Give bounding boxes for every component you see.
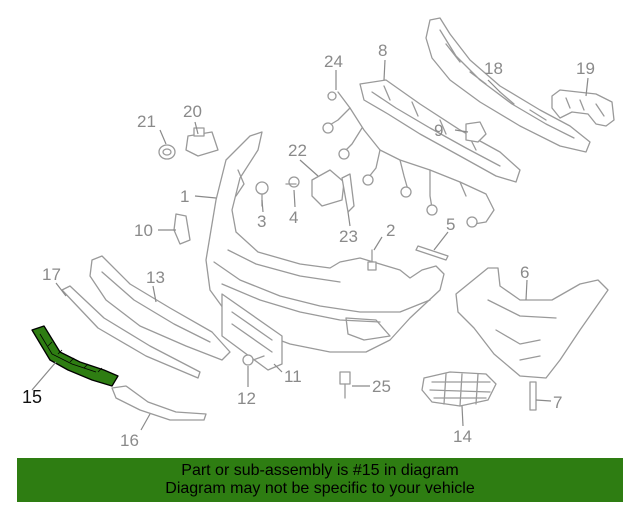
label-21: 21	[137, 112, 156, 131]
label-3: 3	[257, 212, 266, 231]
part-6-side-panel	[455, 267, 609, 379]
part-3-screw	[255, 181, 269, 207]
part-1-bumper-cover	[205, 131, 445, 353]
leader-lines	[31, 59, 589, 431]
part-20-sensor	[185, 127, 219, 157]
label-11: 11	[284, 367, 302, 386]
label-25: 25	[372, 377, 391, 396]
label-5: 5	[446, 215, 455, 234]
part-2-pin	[367, 249, 377, 271]
part-17-trim	[61, 285, 201, 379]
label-13: 13	[146, 268, 165, 287]
part-11-plate-bracket	[221, 293, 283, 371]
part-19-bracket	[551, 89, 615, 127]
label-15: 15	[22, 387, 42, 407]
label-14: 14	[453, 427, 472, 446]
label-18: 18	[484, 59, 503, 78]
callout-labels: 1 2 3 4 5 6 7 8 9 10 11 12 13 14 15 16 1…	[22, 41, 595, 450]
part-24-harness	[322, 91, 495, 228]
label-2: 2	[386, 221, 395, 240]
parts-diagram: 1 2 3 4 5 6 7 8 9 10 11 12 13 14 15 16 1…	[22, 17, 615, 450]
part-8-reinforcement	[359, 79, 521, 183]
label-24: 24	[324, 52, 343, 71]
label-12: 12	[237, 389, 256, 408]
part-5-strip	[415, 245, 449, 261]
part-13-lower-grille	[89, 255, 231, 361]
part-22-module	[311, 169, 345, 207]
label-9: 9	[434, 121, 443, 140]
part-4-bolt	[285, 176, 300, 188]
info-banner: Part or sub-assembly is #15 in diagram D…	[17, 458, 623, 502]
label-23: 23	[339, 227, 358, 246]
part-23-strip	[341, 173, 355, 213]
part-21-grommet	[158, 144, 176, 160]
part-9-clip	[465, 121, 487, 143]
part-16-lower-trim	[111, 385, 207, 421]
label-19: 19	[576, 59, 595, 78]
label-1: 1	[180, 187, 189, 206]
label-17: 17	[42, 265, 61, 284]
label-8: 8	[378, 41, 387, 60]
part-7-pin	[529, 381, 537, 411]
label-16: 16	[120, 431, 139, 450]
label-20: 20	[183, 102, 202, 121]
label-4: 4	[289, 208, 298, 227]
part-12-screw	[242, 354, 265, 366]
label-22: 22	[288, 141, 307, 160]
part-18-absorber	[425, 17, 591, 153]
label-6: 6	[520, 263, 529, 282]
label-7: 7	[553, 393, 562, 412]
label-10: 10	[134, 221, 153, 240]
part-14-fog-grille	[421, 371, 497, 407]
banner-line-2: Diagram may not be specific to your vehi…	[165, 480, 475, 497]
part-10-clip	[173, 213, 191, 245]
part-25-stud	[339, 371, 351, 399]
banner-line-1: Part or sub-assembly is #15 in diagram	[181, 462, 459, 479]
part-15-highlighted[interactable]	[31, 325, 119, 387]
